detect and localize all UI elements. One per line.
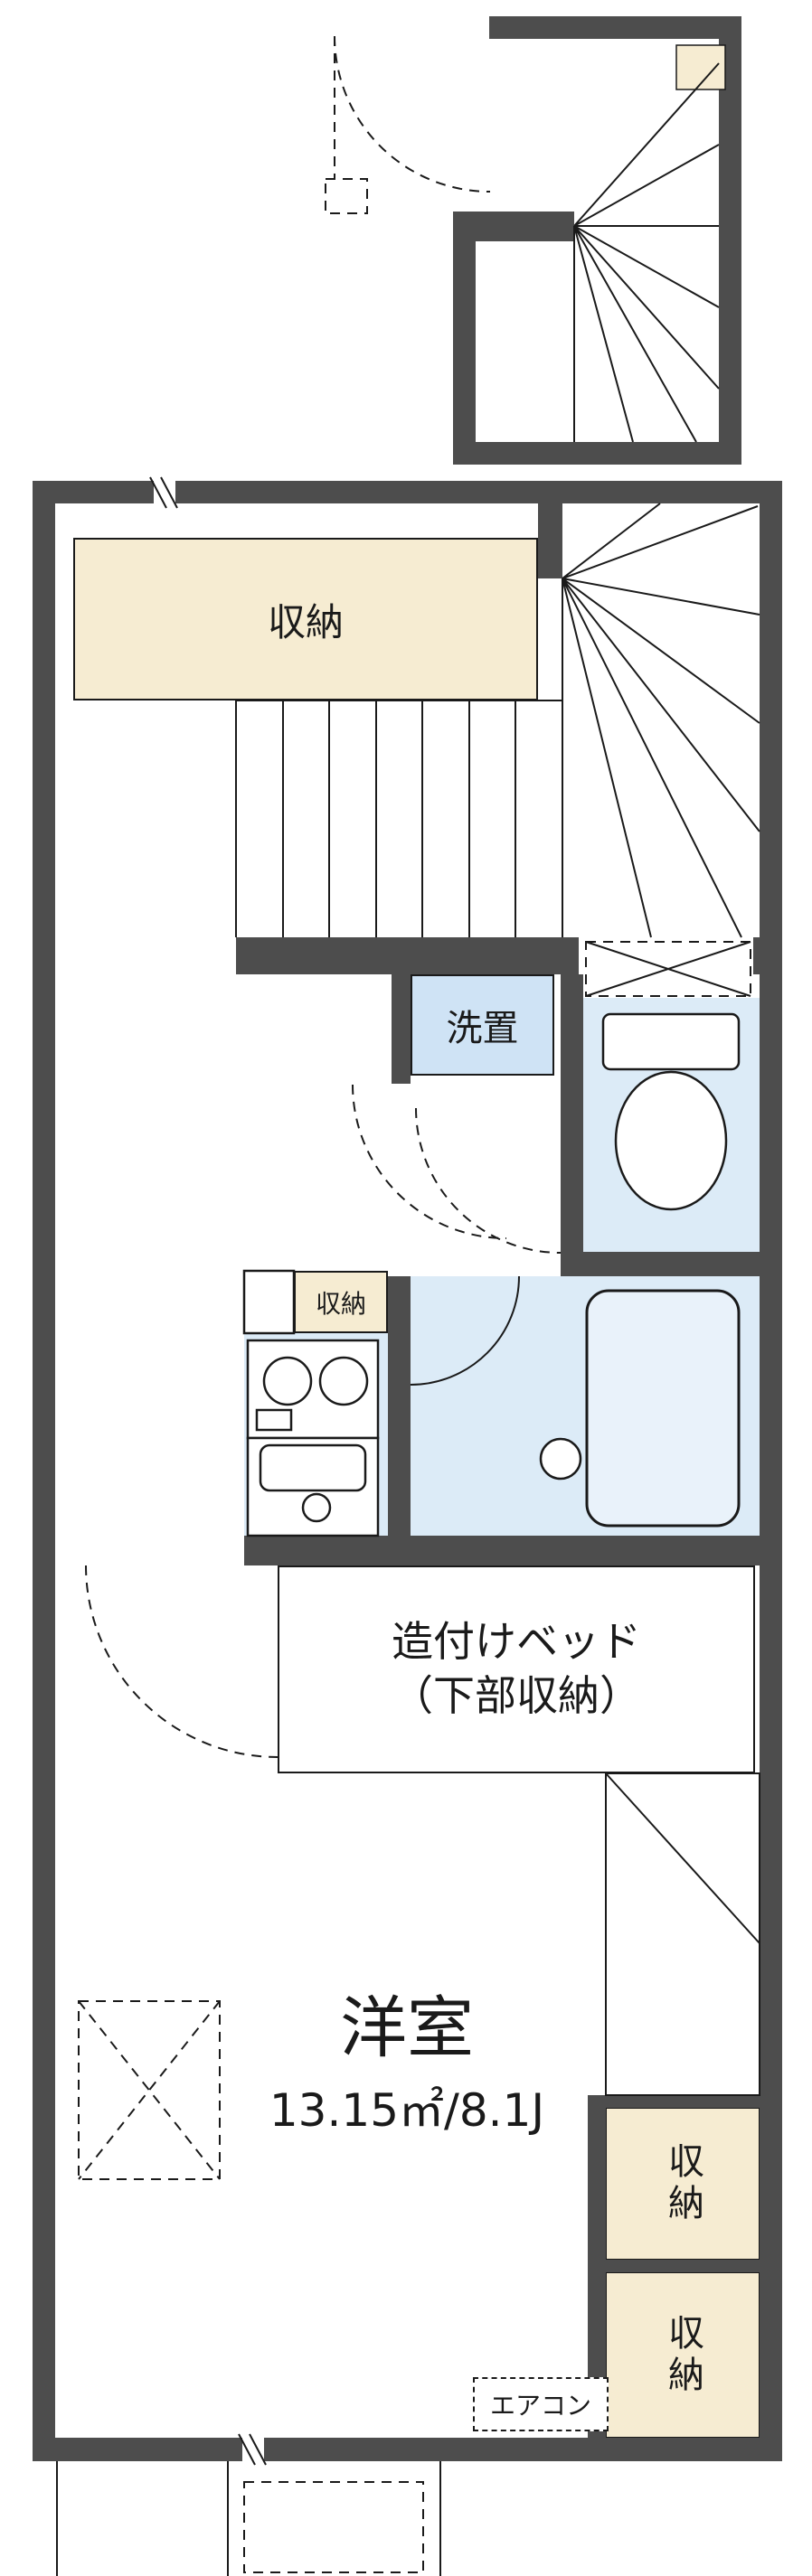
room-door-swing — [85, 1565, 279, 1758]
wall-bath-left — [388, 1276, 411, 1540]
kitchen-storage: 収納 — [294, 1271, 388, 1333]
built-in-bed-label-2: （下部収納） — [392, 1671, 641, 1720]
storage-right-lower-label: 収納 — [662, 2313, 703, 2397]
storage-top-area: 収納 — [73, 538, 538, 700]
wall-washroom-left — [392, 974, 411, 1084]
entry-door-swing — [325, 35, 491, 214]
porch — [56, 2461, 441, 2576]
storage-right-lower: 収納 — [606, 2272, 760, 2438]
storage-right-upper-label: 収納 — [662, 2142, 703, 2225]
wall — [453, 212, 476, 442]
kitchen-storage-label: 収納 — [315, 1288, 366, 1319]
under-stair-space — [605, 1772, 760, 2096]
room-area-label: 13.15㎡/8.1J — [269, 2083, 545, 2137]
stair-landing-shelf — [675, 44, 726, 90]
toilet-tank — [601, 1012, 741, 1071]
wall-storage-divider — [606, 2260, 760, 2272]
wall — [753, 937, 782, 974]
built-in-bed-label-1: 造付けベッド — [392, 1617, 641, 1667]
wall — [489, 16, 741, 39]
storage-right-upper: 収納 — [606, 2108, 760, 2260]
wall — [719, 16, 741, 465]
stove — [246, 1339, 380, 1440]
washroom-door-swing — [352, 1084, 507, 1239]
storage-top-label: 収納 — [267, 599, 344, 644]
sink-drain — [301, 1492, 332, 1523]
built-in-bed: 造付けベッド （下部収納） — [278, 1565, 755, 1773]
wall — [453, 442, 741, 465]
wall-top — [33, 481, 782, 503]
stove-burner — [318, 1356, 369, 1406]
wall-bed-top — [244, 1536, 782, 1565]
sink-basin — [259, 1443, 367, 1492]
upper-winder-stairs — [573, 62, 720, 443]
stove-grill — [255, 1408, 293, 1432]
air-conditioner: エアコン — [473, 2377, 609, 2431]
bath-door-swing — [410, 1275, 520, 1386]
wall-storage-left — [588, 2095, 606, 2438]
wall-storage-top — [588, 2095, 782, 2108]
toilet-bowl — [614, 1070, 728, 1211]
stove-burner — [262, 1356, 313, 1406]
kitchen-counter-end — [242, 1269, 296, 1335]
toilet-door-swing — [415, 1107, 562, 1254]
washer-space-label: 洗置 — [446, 1008, 519, 1049]
wall-below-toilet — [561, 1252, 782, 1276]
wall-stub — [453, 212, 574, 241]
wall-left — [33, 481, 55, 2461]
toilet-window — [585, 941, 751, 997]
bathtub — [585, 1289, 741, 1528]
room-name-label: 洋室 — [340, 1988, 474, 2067]
kitchen-sink — [246, 1436, 380, 1537]
room-title: 洋室 13.15㎡/8.1J — [172, 1988, 642, 2137]
room-window — [78, 2000, 221, 2180]
wall-stair-stub — [538, 503, 562, 578]
winder-stairs — [562, 503, 760, 938]
air-conditioner-label: エアコン — [489, 2391, 591, 2421]
bath-drain — [539, 1437, 582, 1481]
wall-bottom — [33, 2438, 782, 2461]
wall-break-tick-top — [149, 476, 178, 509]
main-block — [33, 476, 782, 2576]
straight-stairs — [235, 700, 562, 937]
wall-break-tick-bottom — [238, 2433, 267, 2466]
wall-under-stairs — [236, 937, 579, 974]
upper-stair-block — [325, 16, 741, 465]
wall-toilet-divider — [561, 974, 583, 1255]
wall-right — [760, 481, 782, 2461]
washer-space: 洗置 — [411, 974, 554, 1076]
